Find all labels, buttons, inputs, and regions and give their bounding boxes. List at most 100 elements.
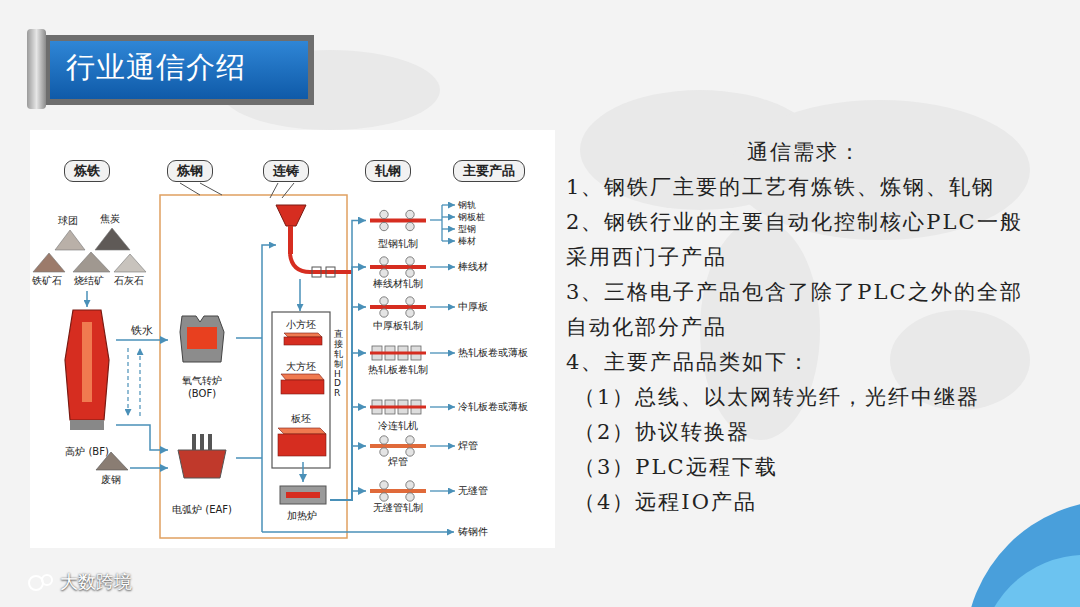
blast-furnace: 高炉 (BF) — [58, 305, 116, 458]
eaf-icon — [200, 434, 204, 452]
hot-bar — [370, 444, 426, 448]
requirement-item: 1、钢铁厂主要的工艺有炼铁、炼钢、轧钢 — [566, 170, 1042, 205]
product-label: 型钢 — [458, 223, 476, 235]
roller — [380, 222, 388, 230]
caster-icon — [276, 205, 306, 226]
roller — [380, 448, 388, 456]
connector — [130, 467, 168, 469]
node-label: 炼铁 — [74, 162, 100, 180]
roller — [380, 297, 388, 305]
product-lines — [430, 445, 455, 446]
rolling-mill: 棒线材轧制 — [366, 258, 430, 290]
reheating-furnace: 加热炉 — [274, 482, 330, 522]
roller — [406, 493, 414, 501]
reheating-furnace-icon — [280, 486, 326, 504]
product-label: 冷轧板卷或薄板 — [458, 400, 528, 414]
roller — [380, 257, 388, 265]
roller — [380, 210, 388, 218]
bof-icon — [180, 316, 224, 362]
swoosh — [980, 555, 1080, 607]
caster-icon — [288, 226, 293, 254]
diagram-panel — [30, 130, 555, 548]
product-lines — [430, 266, 455, 267]
mill-icons — [370, 210, 426, 501]
roller — [406, 309, 414, 317]
node-label: 炼钢 — [177, 162, 203, 180]
billet-icons — [278, 333, 326, 456]
hot-bar — [370, 305, 426, 309]
rolling-mill: 中厚板轧制 — [366, 296, 430, 332]
node-label: 氧气转炉 (BOF) — [168, 374, 236, 400]
product-lines — [442, 204, 455, 205]
watermark-icon — [42, 575, 52, 585]
billet-icons — [284, 333, 322, 337]
product-lines — [442, 216, 455, 217]
roller — [380, 309, 388, 317]
product-item: （2）协议转换器 — [566, 415, 1042, 450]
material-label: 焦炭 — [100, 212, 120, 226]
roller — [380, 269, 388, 277]
node-label: 电弧炉 (EAF) — [172, 503, 232, 516]
stage-header: 轧钢 — [365, 160, 411, 182]
product-label: 钢板桩 — [458, 211, 485, 223]
raw-material-piles — [33, 228, 146, 272]
node-label: 轧钢 — [375, 162, 401, 180]
raw-material-piles — [33, 253, 65, 272]
reheating-furnace-icon — [280, 486, 326, 504]
title-banner — [40, 35, 314, 105]
product-label: 棒线材 — [458, 260, 488, 274]
header-pointers — [180, 183, 294, 198]
title-banner — [27, 29, 46, 109]
requirement-item: 4、主要产品品类如下： — [566, 345, 1042, 380]
blast-furnace-icon — [70, 420, 104, 430]
watermark-icon — [29, 575, 52, 590]
caster-icon — [276, 205, 352, 311]
requirements-text: 通信需求：1、钢铁厂主要的工艺有炼铁、炼钢、轧钢2、钢铁行业的主要自动化控制核心… — [566, 135, 1042, 520]
watermark: 大数跨境 — [60, 571, 132, 593]
feed-arrow — [86, 291, 88, 307]
roller — [406, 210, 414, 218]
mill-icon — [370, 436, 426, 456]
node-label: 冷连轧机 — [378, 419, 418, 432]
material-label: 石灰石 — [114, 274, 144, 288]
connector — [116, 339, 168, 341]
raw-material-piles — [55, 230, 85, 250]
stage-header: 炼钢 — [167, 160, 213, 182]
title-banner — [50, 41, 308, 99]
roller — [380, 493, 388, 501]
node-label: 连铸 — [273, 162, 299, 180]
bof-icon — [180, 316, 224, 362]
roller — [406, 481, 414, 489]
product-label: 热轧板卷或薄板 — [458, 346, 528, 360]
connector — [330, 307, 366, 500]
header-pointers — [180, 183, 200, 195]
product-label: 棒材 — [458, 235, 476, 247]
hot-strip — [370, 406, 426, 409]
stage-header: 炼铁 — [64, 160, 110, 182]
hot-bar — [370, 219, 426, 223]
roller — [406, 257, 414, 265]
node-label: 主要产品 — [463, 162, 515, 180]
caster-icon — [326, 267, 335, 277]
eaf-icon — [208, 434, 212, 452]
blast-furnace-icon — [82, 322, 92, 402]
section-heading: 通信需求： — [566, 135, 1042, 170]
mill-icon — [370, 210, 426, 230]
eaf-icon — [178, 434, 226, 478]
rolling-mill: 热轧板卷轧制 — [366, 344, 430, 376]
billet-icons — [281, 380, 324, 394]
connector — [330, 221, 366, 501]
node-label: 高炉 (BF) — [65, 445, 109, 458]
swoosh — [965, 500, 1080, 607]
roller — [406, 436, 414, 444]
mill-icon — [370, 481, 426, 501]
raw-material-piles — [114, 254, 146, 272]
connector — [330, 267, 366, 500]
node-label: 型钢轧制 — [378, 237, 418, 250]
reheating-furnace-icon — [286, 492, 320, 498]
connector — [330, 446, 366, 500]
product-lines — [442, 240, 455, 241]
mill-icon — [370, 400, 426, 414]
node-label: 中厚板轧制 — [373, 319, 423, 332]
